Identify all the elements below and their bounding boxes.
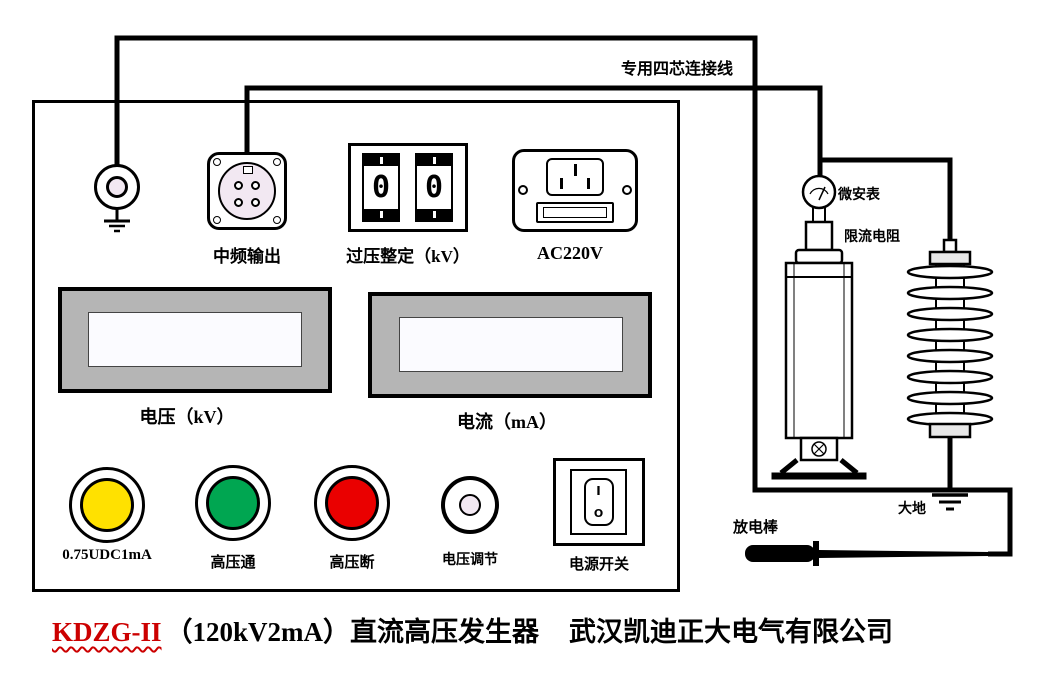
tab-slit	[379, 211, 383, 218]
voltage-screen	[88, 312, 302, 367]
knob-center	[459, 494, 481, 516]
current-display-label: 电流（mA）	[457, 412, 557, 432]
meter-test-button[interactable]	[69, 467, 145, 543]
screw-icon	[273, 158, 281, 166]
limit-resistor-label: 限流电阻	[844, 230, 900, 245]
screw-icon	[622, 185, 632, 195]
overvoltage-digit-2: 0	[424, 170, 444, 205]
green-button-cap	[206, 476, 260, 530]
footer-title: KDZG-II（120kV2mA）直流高压发生器武汉凯迪正大电气有限公司	[52, 610, 893, 649]
earth-label: 大地	[898, 502, 926, 517]
limit-resistor	[804, 220, 834, 252]
connector-pin	[234, 198, 243, 207]
tab-slit	[432, 211, 436, 218]
meter-needle	[818, 186, 826, 201]
connector-pin	[234, 181, 243, 190]
rocker-on-mark: I	[596, 484, 601, 498]
current-display	[368, 292, 652, 398]
ground-terminal[interactable]	[94, 164, 140, 210]
discharge-rod	[745, 541, 990, 566]
wheel-down-button[interactable]	[364, 209, 398, 220]
connector-pin	[251, 181, 260, 190]
screw-icon	[273, 216, 281, 224]
connector-socket	[218, 162, 276, 220]
hv-on-label: 高压通	[210, 555, 256, 571]
voltage-display-label: 电压（kV）	[139, 407, 235, 427]
iec-socket	[546, 158, 604, 196]
tab-slit	[432, 157, 436, 164]
wheel-up-button[interactable]	[364, 155, 398, 166]
rocker-off-mark: O	[593, 507, 604, 520]
ac-inlet-label: AC220V	[537, 243, 603, 263]
power-switch-label: 电源开关	[568, 557, 629, 573]
wheel-down-button[interactable]	[417, 209, 451, 220]
connector-pin	[251, 198, 260, 207]
power-switch-frame: I O	[570, 469, 627, 535]
test-insulator	[906, 238, 994, 439]
red-button-cap	[325, 476, 379, 530]
microammeter-label: 微安表	[838, 188, 880, 203]
wheel-up-button[interactable]	[417, 155, 451, 166]
four-core-cable-label: 专用四芯连接线	[620, 61, 733, 78]
fuse-drawer	[543, 207, 607, 218]
meter-stem	[812, 205, 826, 223]
microammeter	[801, 174, 837, 252]
company-text: 武汉凯迪正大电气有限公司	[569, 617, 894, 647]
voltage-adjust-knob[interactable]	[441, 476, 499, 534]
screw-icon	[213, 216, 221, 224]
hv-off-label: 高压断	[329, 555, 375, 571]
screw-icon	[518, 185, 528, 195]
fuse-holder	[536, 202, 614, 223]
hv-off-button[interactable]	[314, 465, 390, 541]
tab-slit	[379, 157, 383, 164]
power-rocker[interactable]: I O	[583, 478, 614, 526]
overvoltage-setter: 0 0	[348, 143, 468, 232]
overvoltage-label: 过压整定（kV）	[346, 247, 470, 266]
socket-pin	[573, 164, 577, 176]
overvoltage-wheel-1[interactable]: 0	[362, 153, 400, 222]
ac-power-inlet[interactable]	[512, 149, 638, 232]
discharge-rod-label: 放电棒	[733, 520, 779, 536]
yellow-button-cap	[80, 478, 134, 532]
overvoltage-wheel-2[interactable]: 0	[415, 153, 453, 222]
connector-keyway	[243, 166, 253, 174]
screw-icon	[213, 158, 221, 166]
socket-pin	[587, 178, 590, 189]
hv-column	[771, 248, 867, 480]
if-output-connector[interactable]	[207, 152, 287, 230]
control-panel: 中频输出 0 0 过压整定（kV）	[32, 100, 680, 592]
spec-text: （120kV2mA）	[165, 617, 351, 647]
overvoltage-digit-1: 0	[371, 170, 391, 205]
meter-dial	[801, 174, 837, 210]
hv-on-button[interactable]	[195, 465, 271, 541]
socket-pin	[560, 178, 563, 189]
voltage-display	[58, 287, 332, 393]
model-text: KDZG-II	[52, 617, 162, 647]
meter-scale	[809, 187, 829, 195]
ground-terminal-post	[106, 176, 128, 198]
current-screen	[399, 317, 623, 372]
if-output-label: 中频输出	[213, 247, 281, 266]
product-text: 直流高压发生器	[350, 617, 540, 647]
power-switch[interactable]: I O	[553, 458, 645, 546]
voltage-adjust-label: 电压调节	[442, 553, 498, 568]
meter-test-button-label: 0.75UDC1mA	[62, 547, 152, 563]
